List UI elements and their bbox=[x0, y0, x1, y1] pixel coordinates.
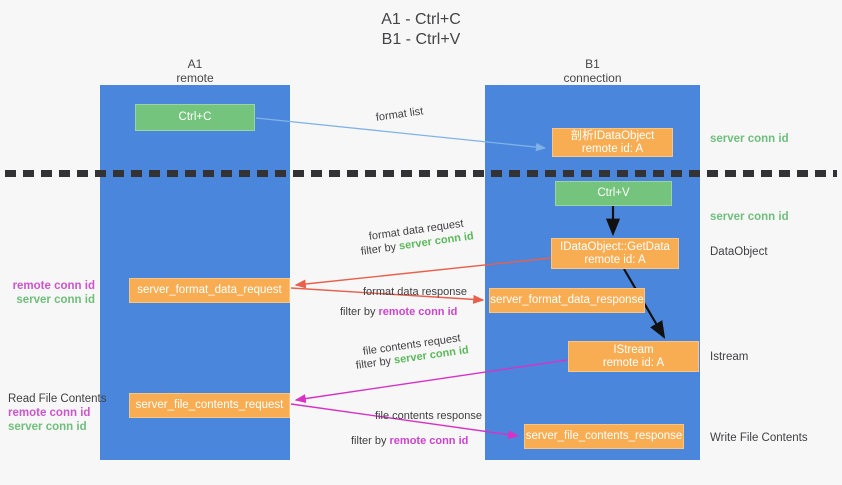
box-server-file-contents-response[interactable]: server_file_contents_response bbox=[524, 424, 684, 449]
box-server-file-contents-request-label: server_file_contents_request bbox=[135, 399, 284, 411]
box-istream-line1: IStream bbox=[613, 343, 654, 356]
edge-label-format-list: format list bbox=[375, 105, 425, 124]
title-line-2: B1 - Ctrl+V bbox=[381, 31, 461, 48]
box-server-format-data-request[interactable]: server_format_data_request bbox=[129, 278, 290, 303]
box-istream[interactable]: IStream remote id: A bbox=[568, 341, 699, 372]
page-title: A1 - Ctrl+C B1 - Ctrl+V bbox=[0, 10, 842, 50]
box-idataobject-getdata[interactable]: IDataObject::GetData remote id: A bbox=[551, 238, 679, 269]
label-read-file-contents: Read File Contents bbox=[8, 393, 107, 405]
box-ctrl-c-label: Ctrl+C bbox=[178, 111, 212, 123]
filter-prefix-3: filter by bbox=[355, 354, 395, 372]
box-getdata-line2: remote id: A bbox=[584, 253, 646, 266]
label-server-conn-id-top: server conn id bbox=[710, 133, 789, 145]
edge-label-file-contents-response: file contents response bbox=[375, 410, 483, 422]
box-server-file-contents-response-label: server_file_contents_response bbox=[525, 430, 683, 442]
box-server-file-contents-request[interactable]: server_file_contents_request bbox=[129, 393, 290, 418]
lane-b-name: B1 bbox=[585, 57, 600, 71]
label-left-conn-ids-upper: remote conn id server conn id bbox=[10, 279, 95, 307]
title-line-1: A1 - Ctrl+C bbox=[381, 11, 461, 28]
box-server-format-data-response[interactable]: server_format_data_response bbox=[489, 288, 645, 313]
label-server-conn-id-lower: server conn id bbox=[8, 421, 87, 433]
label-istream: Istream bbox=[710, 351, 749, 363]
filter-prefix-4: filter by bbox=[351, 435, 390, 447]
label-server-conn-id-upper: server conn id bbox=[16, 294, 95, 306]
box-idataobject[interactable]: 剖析IDataObject remote id: A bbox=[552, 128, 673, 157]
box-ctrl-v[interactable]: Ctrl+V bbox=[555, 181, 672, 206]
box-server-format-data-request-label: server_format_data_request bbox=[137, 284, 282, 296]
edge-label-format-data-response: format data response bbox=[363, 286, 467, 298]
filter-key-2: remote conn id bbox=[378, 306, 458, 318]
edge-label-file-contents-response-filter: filter by remote conn id bbox=[351, 434, 468, 448]
filter-prefix-1: filter by bbox=[360, 240, 400, 258]
filter-prefix-2: filter by bbox=[340, 306, 379, 318]
box-server-format-data-response-label: server_format_data_response bbox=[490, 294, 644, 306]
label-write-file-contents: Write File Contents bbox=[710, 432, 808, 444]
lane-a-sub: remote bbox=[176, 71, 214, 85]
box-istream-line2: remote id: A bbox=[602, 356, 665, 369]
box-ctrl-c[interactable]: Ctrl+C bbox=[135, 104, 255, 131]
label-remote-conn-id-upper: remote conn id bbox=[12, 280, 95, 292]
box-ctrl-v-label: Ctrl+V bbox=[597, 187, 630, 199]
lane-a-name: A1 bbox=[187, 57, 203, 71]
box-getdata-line1: IDataObject::GetData bbox=[560, 240, 670, 253]
label-server-conn-id-second: server conn id bbox=[710, 211, 789, 223]
label-remote-conn-id-lower: remote conn id bbox=[8, 407, 91, 419]
divider-dashed-line bbox=[5, 170, 837, 177]
label-left-conn-ids-lower: Read File Contents remote conn id server… bbox=[8, 392, 107, 434]
filter-key-4: remote conn id bbox=[389, 435, 469, 447]
lane-a-header: A1 remote bbox=[100, 57, 290, 85]
lane-b-header: B1 connection bbox=[485, 57, 700, 85]
box-idataobject-line2: remote id: A bbox=[581, 142, 644, 155]
lane-b-sub: connection bbox=[563, 71, 622, 85]
box-idataobject-line1: 剖析IDataObject bbox=[570, 129, 655, 142]
label-dataobject: DataObject bbox=[710, 246, 768, 258]
edge-label-format-data-response-filter: filter by remote conn id bbox=[340, 305, 457, 319]
